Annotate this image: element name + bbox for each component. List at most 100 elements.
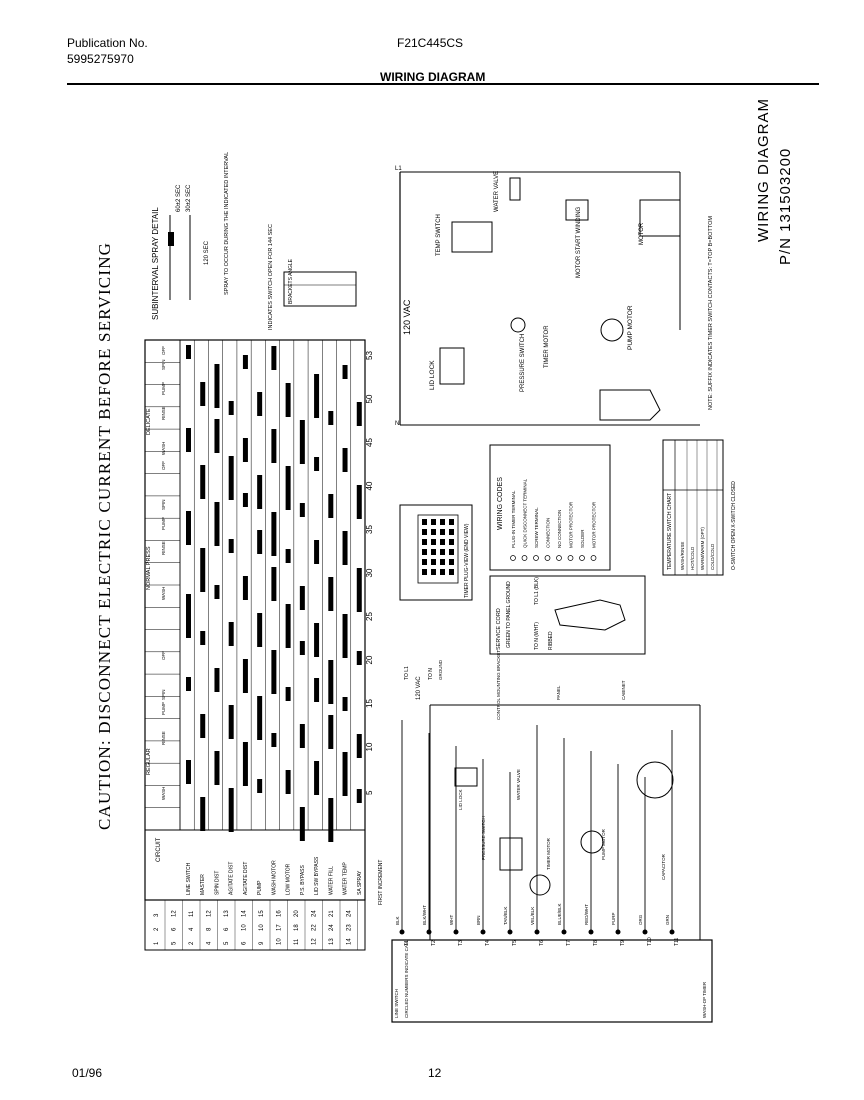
timer-motor-label: TIMER MOTOR	[544, 325, 550, 368]
wiring-code-item: MOTOR PROTECTOR	[569, 501, 574, 548]
ladder-label: WASH-DP TIMER	[702, 981, 707, 1018]
time-tick-label: 50	[365, 394, 374, 403]
ladder-to-n: TO N	[428, 668, 434, 680]
terminal-number: 10	[277, 938, 283, 945]
wire-color-label: PURP	[611, 912, 616, 925]
terminal-number: 22	[312, 924, 318, 931]
timer-contact-bar	[328, 411, 334, 425]
terminal-number: 2	[189, 941, 195, 945]
timer-contact-bar	[285, 383, 291, 417]
timer-contact-bar	[356, 734, 362, 758]
sub-header-label: RINSE	[161, 731, 166, 745]
timer-contact-bar	[242, 493, 248, 507]
timer-contact-bar	[271, 650, 277, 694]
time-tick-label: 30	[365, 568, 374, 577]
timer-chart-note: INDICATES SWITCH OPEN FOR 144 SEC	[268, 224, 274, 330]
timer-contact-bar	[314, 678, 320, 702]
wiring-codes-title: WIRING CODES	[497, 477, 504, 530]
motor-label: MOTOR	[639, 222, 645, 245]
spray-note-30: 30±2 SEC	[186, 184, 192, 212]
timer-contact-bar	[285, 770, 291, 794]
timer-chart	[144, 339, 366, 951]
upper-schematic: 120 VAC L1 N LID LOCK PRESSURE SWITCH TI…	[395, 166, 714, 427]
supply-voltage: 120 VAC	[402, 299, 412, 335]
timer-contact-bar	[200, 548, 206, 592]
publication-number: 5995275970	[67, 52, 134, 66]
timer-contact-bar	[257, 392, 263, 416]
plug-pin	[422, 529, 427, 535]
timer-contact-bar	[186, 760, 191, 784]
circuit-label: SPIN DIST	[214, 871, 220, 895]
timer-contact-bar	[356, 402, 362, 426]
cycle-header-regular: REGULAR	[146, 748, 152, 775]
terminal-number: 3	[154, 913, 160, 917]
pump-motor-label: PUMP MOTOR	[627, 305, 634, 350]
ladder-label: LINE SWITCH	[394, 989, 399, 1018]
ladder-terminal-dot	[480, 929, 486, 935]
plug-pin	[449, 569, 454, 575]
timer-contact-bar	[285, 604, 291, 648]
timer-contact-bar	[228, 622, 234, 646]
timer-contact-bar	[299, 641, 305, 655]
circuit-label: WASH MOTOR	[271, 860, 277, 895]
circuit-label: LID SW BYPASS	[314, 856, 320, 895]
spray-note-interval: SPRAY TO OCCUR DURING THE INDICATED INTE…	[224, 152, 230, 295]
temp-row-label: WARM/WARM (OPT)	[700, 527, 705, 570]
terminal-number: 23	[347, 924, 353, 931]
terminal-number: 11	[294, 938, 300, 945]
side-title: WIRING DIAGRAM	[755, 98, 772, 242]
terminal-number: 14	[242, 910, 248, 917]
sub-header-label: RINSE	[161, 541, 166, 555]
time-tick-label: 10	[365, 742, 374, 751]
plug-pin	[440, 529, 445, 535]
terminal-number: 20	[294, 910, 300, 917]
timer-contact-bar	[299, 420, 305, 464]
first-increment-label: FIRST INCREMENT	[378, 860, 384, 905]
publication-label: Publication No.	[67, 36, 148, 50]
timer-contact-bar	[314, 374, 320, 418]
ladder-label: CONTROL MOUNTING BRACKET	[496, 650, 501, 720]
timer-contact-bar	[271, 567, 277, 601]
terminal-number: 5	[172, 941, 178, 945]
timer-contact-bar	[186, 677, 191, 691]
terminal-number: 24	[347, 910, 353, 917]
timer-contact-bar	[214, 585, 220, 599]
timer-contact-bar	[328, 494, 334, 518]
schematic-note: NOTE: SUFFIX INDICATES TIMER SWITCH CONT…	[708, 216, 714, 410]
ladder-terminal-label: T9	[620, 940, 626, 946]
ladder-terminal-label: T6	[539, 940, 545, 946]
timer-contact-bar	[186, 345, 191, 359]
terminal-number: 14	[347, 938, 353, 945]
temp-row-label: COLD/COLD	[710, 543, 715, 570]
ladder-terminal-dot	[669, 929, 675, 935]
ladder-terminal-label: T4	[485, 940, 491, 946]
circuit-header: CIRCUIT	[156, 837, 162, 862]
spray-detail: SUBINTERVAL SPRAY DETAIL 120 SEC SPRAY T…	[151, 152, 230, 320]
time-tick-label: 40	[365, 481, 374, 490]
wiring-code-item: CONNECTION	[546, 518, 551, 548]
caution-text: CAUTION: DISCONNECT ELECTRIC CURRENT BEF…	[95, 242, 114, 830]
ladder-terminal-dot	[453, 929, 459, 935]
service-cord-l1: TO L1 (BLK)	[534, 577, 540, 605]
ladder-label: GROUND	[438, 659, 443, 680]
timer-contact-bar	[314, 540, 320, 564]
cycle-header-delicate: DELICATE	[146, 408, 152, 435]
wiring-code-item: PLUG-IN TIMER TERMINAL	[511, 490, 516, 548]
brackets-angle-legend: BRACKETS ANGLE	[283, 258, 357, 307]
timer-contact-bar	[228, 539, 234, 553]
sub-header-label: RINSE	[161, 406, 166, 420]
timer-contact-bar	[242, 355, 248, 369]
terminal-number: 4	[189, 927, 195, 931]
wire-color-label: RED/WHT	[584, 904, 589, 925]
terminal-number: 6	[224, 927, 230, 931]
wiring-code-symbol	[521, 555, 528, 561]
plug-pin	[440, 539, 445, 545]
wire-color-label: BLK/WHT	[422, 905, 427, 925]
timer-contact-bar	[186, 594, 191, 638]
spray-note-120: 120 SEC	[204, 240, 210, 265]
sub-header-label: SPIN	[161, 499, 166, 510]
ladder-label: CAPACITOR	[661, 853, 666, 880]
service-cord-ribbed: RIBBED	[548, 631, 554, 650]
header-rule	[67, 83, 819, 85]
